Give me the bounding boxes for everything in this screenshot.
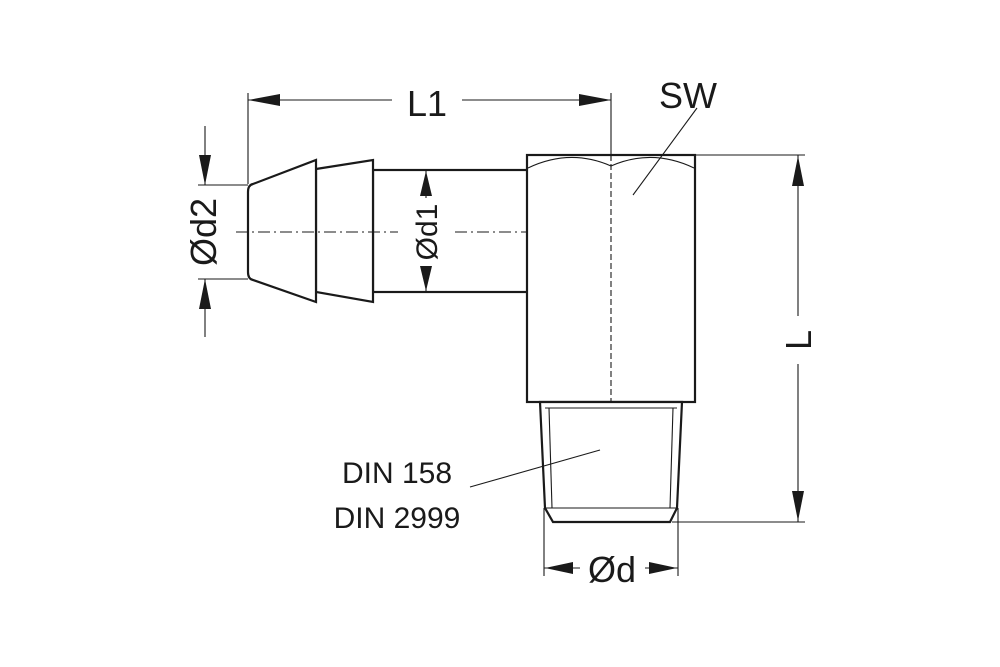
barb-cone-1: [246, 158, 318, 304]
label-d: Ød: [588, 549, 636, 590]
label-d1: Ød1: [411, 204, 444, 261]
hex-body: [525, 153, 697, 408]
barb-cone-2: [314, 158, 375, 304]
thread: [538, 400, 684, 524]
pipe: [371, 168, 531, 294]
hose-barb: [246, 158, 531, 304]
label-l: L: [778, 330, 819, 350]
thread-standard-callout: DIN 158 DIN 2999: [334, 449, 601, 535]
dimension-sw: SW: [632, 75, 717, 196]
dimension-d2: Ød2: [183, 126, 248, 337]
label-d2: Ød2: [183, 198, 224, 266]
dimension-d1: Ød1: [411, 170, 444, 292]
label-standard-1: DIN 158: [342, 457, 452, 490]
dimension-l1: L1: [247, 83, 612, 184]
label-l1: L1: [407, 83, 447, 124]
label-standard-2: DIN 2999: [334, 502, 461, 535]
label-sw: SW: [659, 75, 717, 116]
dimension-d: Ød: [543, 508, 679, 590]
dimension-l: L: [672, 154, 819, 523]
